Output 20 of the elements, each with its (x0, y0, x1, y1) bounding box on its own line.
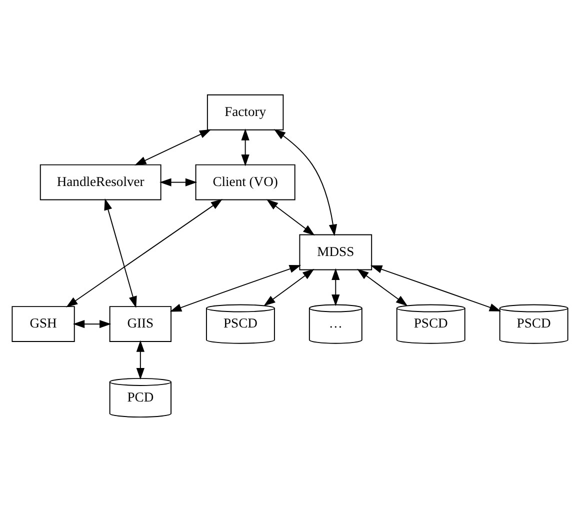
arrow (370, 264, 502, 311)
node-box: HandleResolver (40, 164, 162, 200)
arrow (134, 128, 212, 165)
arrow (160, 178, 198, 186)
node-box: GSH (12, 306, 75, 342)
arrow (72, 319, 112, 328)
arrow (104, 198, 137, 308)
arrow (264, 268, 314, 306)
arrow (136, 340, 144, 380)
arrow (357, 268, 408, 306)
node-box: GIIS (109, 306, 172, 342)
arrow (170, 264, 302, 312)
arrow (241, 128, 250, 166)
node-box: MDSS (299, 234, 372, 270)
arrow (66, 198, 223, 307)
arrow (274, 128, 338, 236)
node-box: Factory (206, 94, 284, 130)
node-box: Client (VO) (195, 164, 296, 200)
arrow (266, 198, 315, 236)
arrow (332, 268, 340, 306)
